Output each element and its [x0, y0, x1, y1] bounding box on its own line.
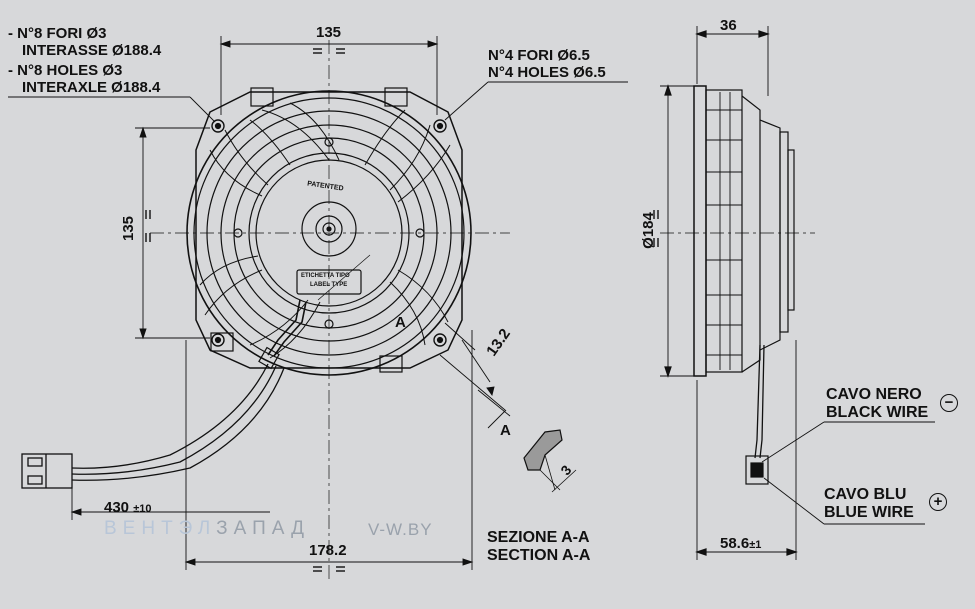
- dim-diameter: Ø184: [639, 212, 657, 249]
- note-holes-small-2: INTERASSE Ø188.4: [22, 42, 162, 59]
- dim-depth-top: 36: [720, 17, 737, 34]
- section-title-en: SECTION A-A: [487, 547, 591, 564]
- watermark-brand-part1: ВЕНТЭЛ: [104, 518, 217, 539]
- wire-black-en: BLACK WIRE: [826, 404, 929, 421]
- note-holes-small-4: INTERAXLE Ø188.4: [22, 79, 161, 96]
- dim-overall-depth-value: 58.6: [720, 535, 750, 552]
- section-label-a-top: A: [395, 314, 406, 331]
- section-a-a-sketch: [523, 429, 577, 493]
- section-title-it: SEZIONE A-A: [487, 529, 590, 546]
- label-type: LABEL TYPE: [310, 282, 348, 288]
- watermark-site: V-W.BY: [368, 520, 433, 539]
- watermark-brand-part2: ЗАПАД: [216, 518, 310, 539]
- dim-cable-length-tolerance: ±10: [133, 503, 152, 515]
- dim-top-width: 135: [316, 24, 342, 41]
- dim-cable-length: 430 ±10: [104, 499, 151, 516]
- dim-side-height: 135: [120, 215, 138, 242]
- minus-symbol-icon: −: [940, 394, 958, 412]
- dim-bottom-width: 178.2: [309, 542, 347, 559]
- note-holes-large-2: N°4 HOLES Ø6.5: [488, 64, 606, 81]
- wire-blue-en: BLUE WIRE: [824, 504, 914, 521]
- note-holes-large-1: N°4 FORI Ø6.5: [488, 47, 590, 64]
- note-holes-small-1: - N°8 FORI Ø3: [8, 25, 107, 42]
- section-label-a-bottom: A: [500, 422, 511, 439]
- wire-black-it: CAVO NERO: [826, 386, 922, 403]
- cable: [21, 363, 285, 489]
- note-holes-small-3: - N°8 HOLES Ø3: [8, 62, 123, 79]
- watermark-brand: ВЕНТЭЛЗАПАД: [104, 518, 310, 540]
- dim-overall-depth: 58.6±1: [720, 535, 761, 552]
- dim-cable-length-value: 430: [104, 499, 130, 516]
- label-etichetta: ETICHETTA TIPO: [301, 273, 350, 279]
- side-view: [660, 26, 935, 560]
- plus-symbol-icon: +: [929, 493, 947, 511]
- dim-overall-depth-tolerance: ±1: [749, 539, 762, 551]
- wire-blue-it: CAVO BLU: [824, 486, 907, 503]
- front-view: [186, 87, 472, 376]
